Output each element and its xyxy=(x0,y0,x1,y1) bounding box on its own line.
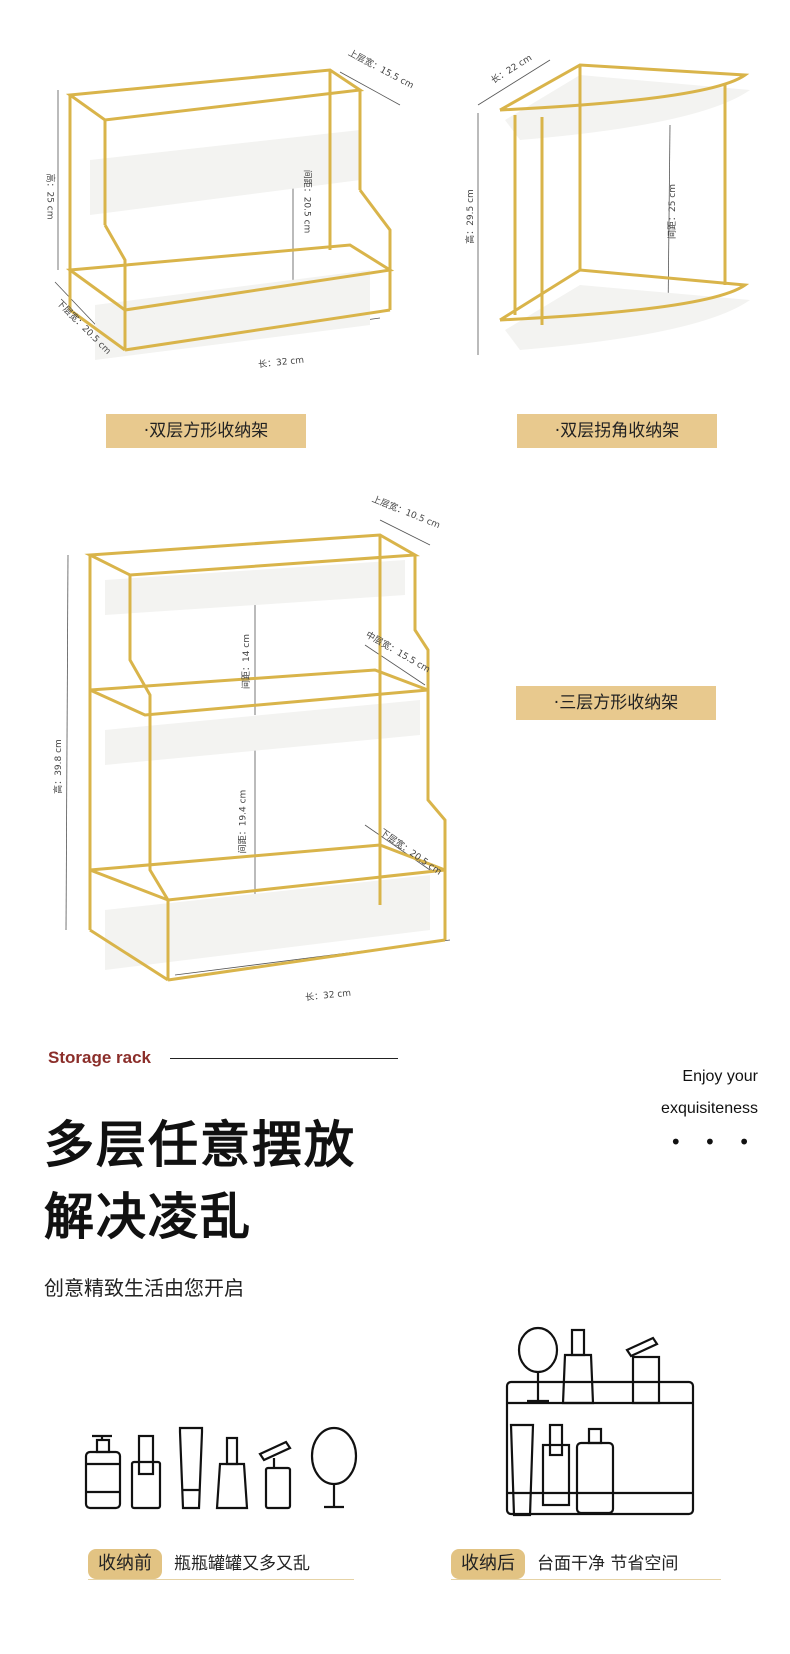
after-tag: 收纳后 xyxy=(451,1549,525,1579)
dim-height: 高：25 cm xyxy=(44,173,55,220)
dim-gap: 间距：20.5 cm xyxy=(301,169,312,234)
divider-line xyxy=(170,1058,398,1059)
product-label-three-tier-square: ·三层方形收纳架 xyxy=(516,686,716,720)
subtitle: 创意精致生活由您开启 xyxy=(44,1276,244,1300)
rack-three-tier-square-image xyxy=(65,519,451,982)
tagline-line-2: exquisiteness xyxy=(661,1100,758,1117)
dim-gap-top: 间距：14 cm xyxy=(242,633,253,690)
headline-line-1: 多层任意摆放 xyxy=(44,1116,356,1174)
product-label-two-tier-corner: ·双层拐角收纳架 xyxy=(517,414,717,448)
organized-rack-icon xyxy=(505,1326,695,1517)
after-caption: 收纳后台面干净 节省空间 xyxy=(451,1549,721,1580)
section-eyebrow: Storage rack xyxy=(48,1048,151,1067)
dim-gap-bottom: 间距：19.4 cm xyxy=(238,789,249,854)
after-text: 台面干净 节省空间 xyxy=(537,1554,679,1574)
product-label-two-tier-square: ·双层方形收纳架 xyxy=(106,414,306,448)
before-caption: 收纳前瓶瓶罐罐又多又乱 xyxy=(88,1549,354,1580)
dim-height: 高：29.5 cm xyxy=(465,189,476,244)
rack-two-tier-corner-image xyxy=(477,59,750,355)
dim-gap: 间距：25 cm xyxy=(668,183,679,240)
before-tag: 收纳前 xyxy=(88,1549,162,1579)
dim-height: 高：39.8 cm xyxy=(53,739,64,794)
cosmetics-scattered-icon xyxy=(84,1426,358,1510)
headline-line-2: 解决凌乱 xyxy=(44,1188,252,1246)
before-text: 瓶瓶罐罐又多又乱 xyxy=(174,1554,310,1574)
tagline-line-1: Enjoy your xyxy=(682,1068,758,1085)
dots-decoration: • • • xyxy=(669,1130,758,1154)
rack-two-tier-square-image xyxy=(54,68,401,360)
